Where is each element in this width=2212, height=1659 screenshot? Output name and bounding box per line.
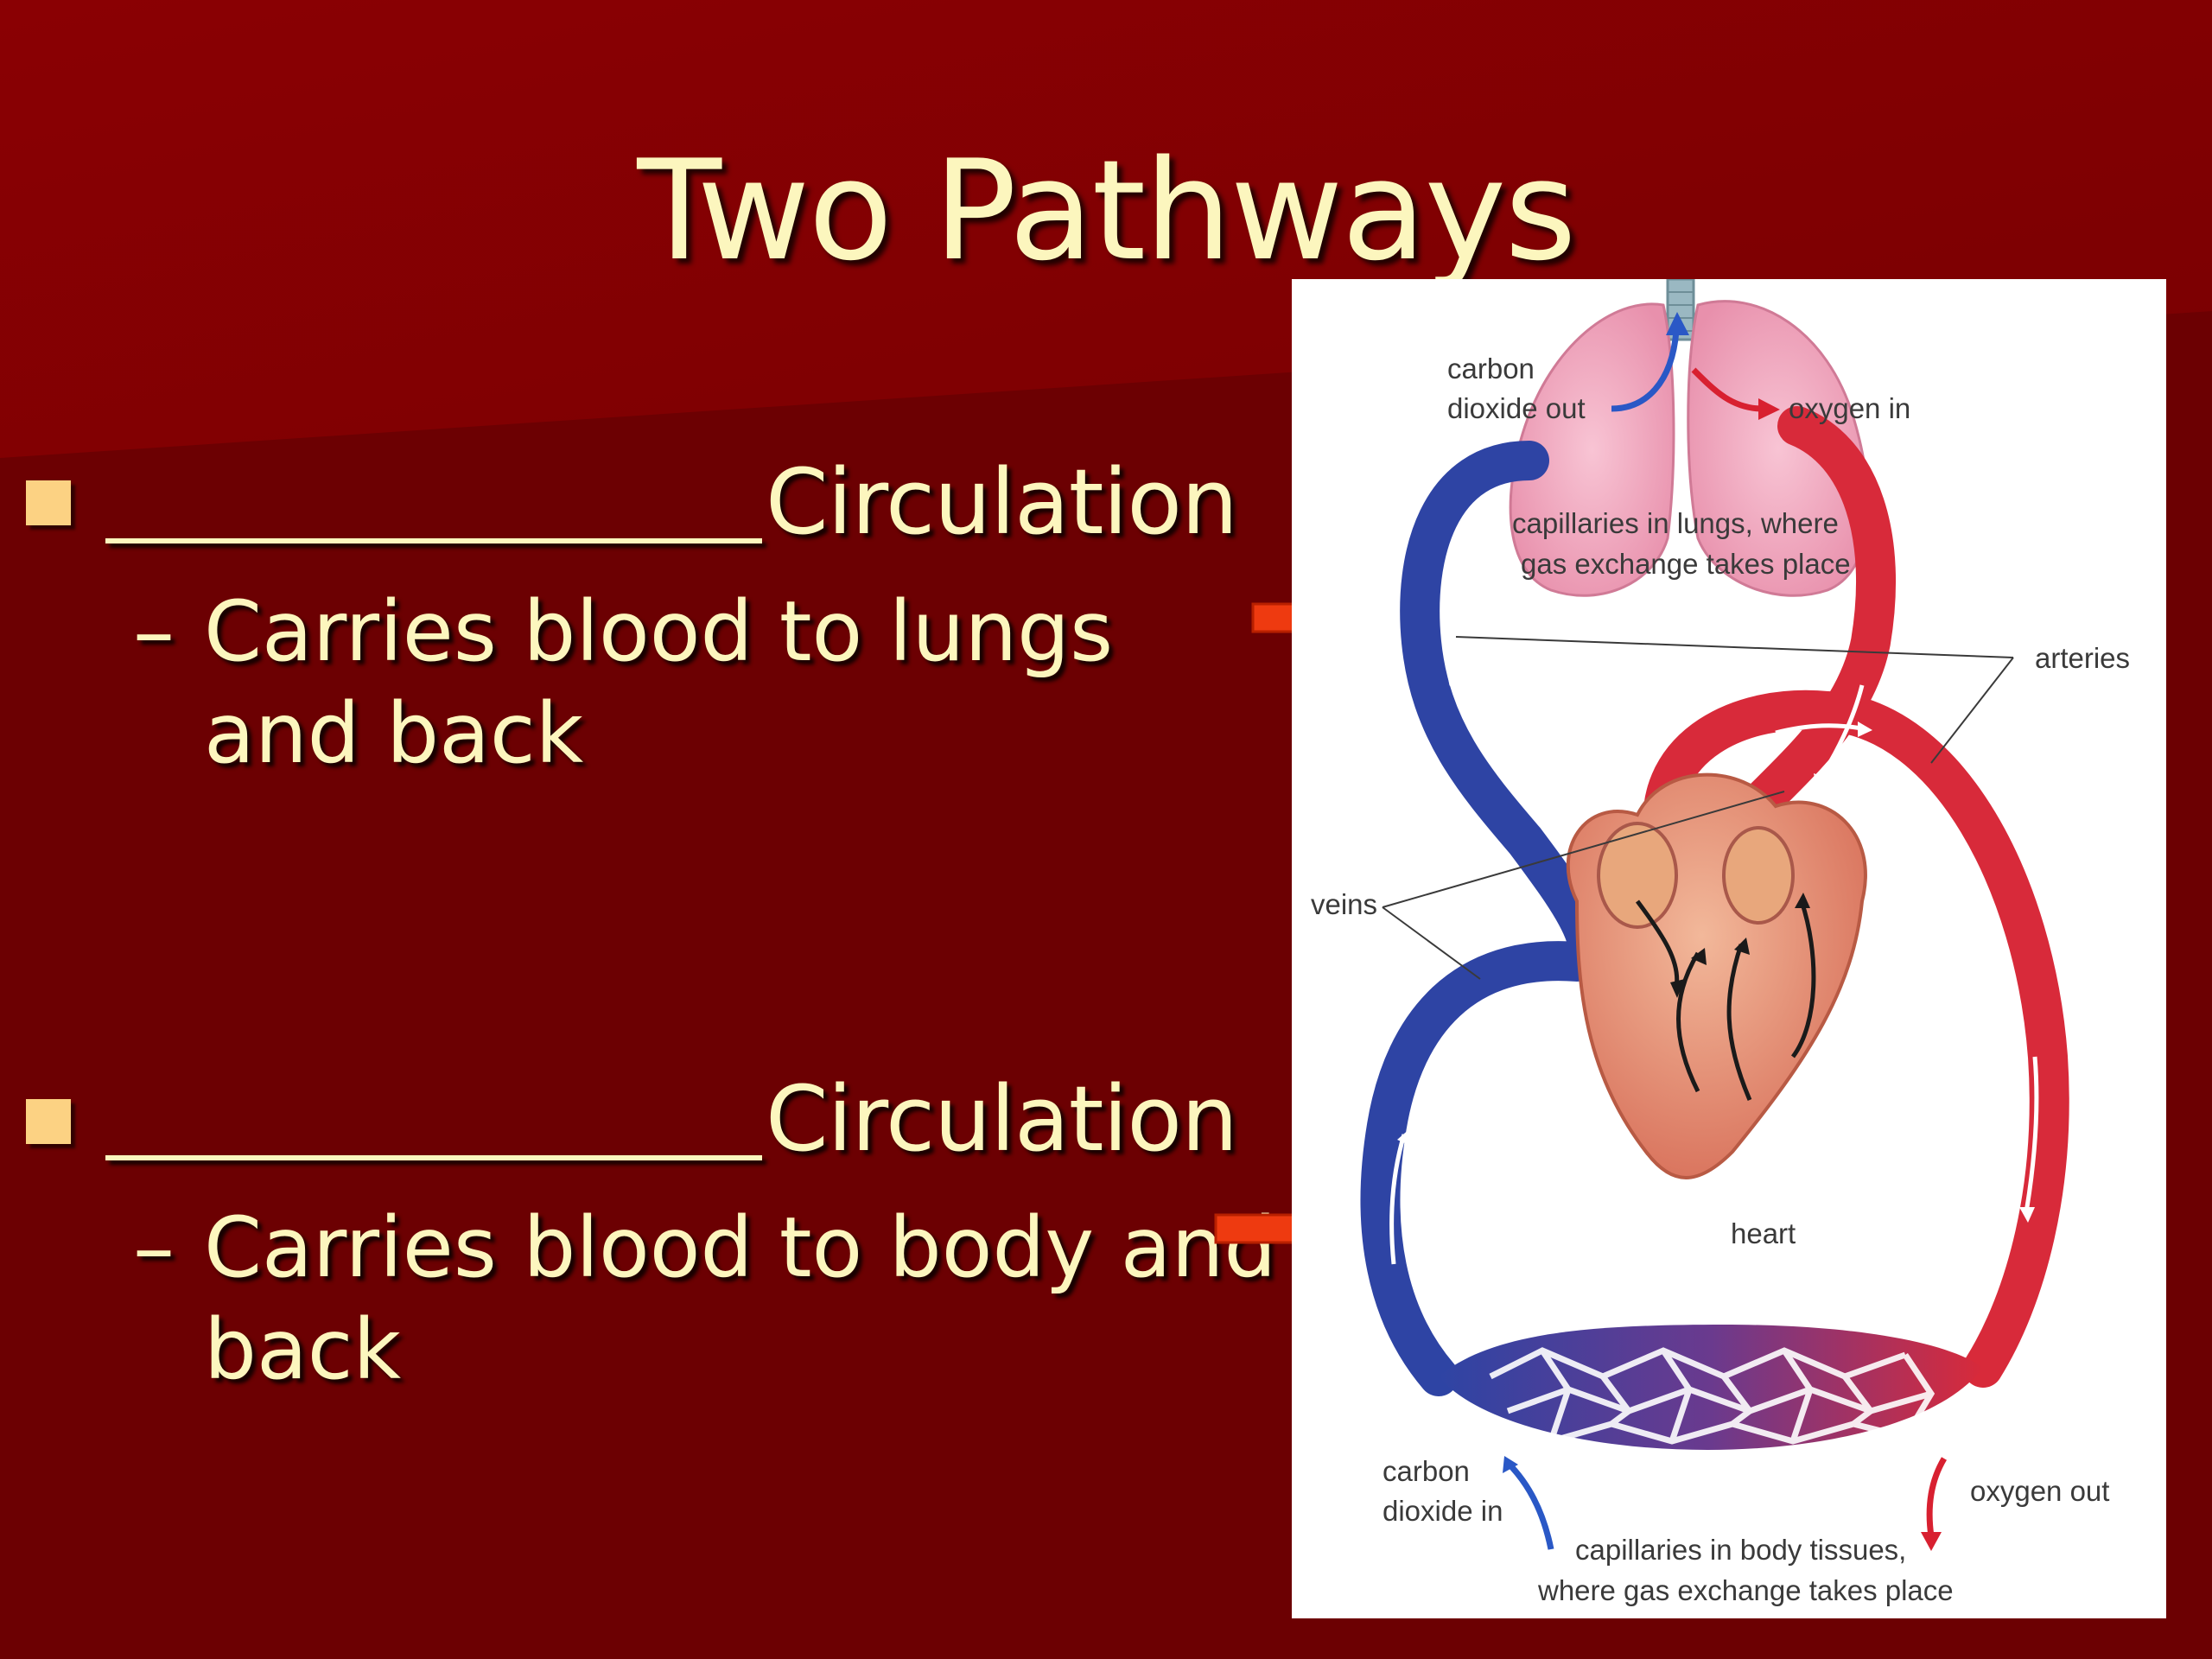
capillary-mesh (1489, 1347, 1936, 1445)
bullet-square-icon (26, 480, 71, 525)
bullet-square-icon (26, 1099, 71, 1144)
label-o2-out: oxygen out (1970, 1475, 2109, 1507)
label-o2-in: oxygen in (1789, 392, 1910, 424)
answer-blank-2 (105, 1155, 762, 1160)
bullet-2-subtext: – Carries blood to body and back (133, 1197, 1284, 1401)
bullet-2-text: Circulation (105, 1066, 1238, 1172)
label-co2-out-2: dioxide out (1447, 392, 1586, 424)
label-lung-capillaries-2: gas exchange takes place (1521, 548, 1851, 580)
body-capillary-bed (1439, 1325, 1983, 1450)
sub-dash-2: – (133, 1199, 175, 1296)
slide-title: Two Pathways (637, 130, 1576, 291)
systemic-vein (1360, 941, 1597, 1396)
bullet-2-suffix: Circulation (766, 1066, 1238, 1172)
label-veins: veins (1311, 888, 1377, 920)
label-body-capillaries-2: where gas exchange takes place (1537, 1574, 1954, 1606)
label-body-capillaries-1: capillaries in body tissues, (1575, 1534, 1906, 1566)
bullet-1-sub: Carries blood to lungs and back (204, 583, 1114, 782)
bullet-1-text: Circulation (105, 449, 1238, 555)
label-lung-capillaries-1: capillaries in lungs, where (1512, 507, 1839, 539)
right-lung (1687, 300, 1870, 597)
circulation-diagram: carbon dioxide out oxygen in capillaries… (1292, 277, 2166, 1618)
right-atrium (1722, 826, 1795, 925)
label-co2-in-1: carbon (1382, 1455, 1470, 1487)
pulmonary-artery (1695, 406, 1896, 869)
bullet-1-suffix: Circulation (766, 449, 1238, 555)
label-arteries: arteries (2035, 642, 2130, 674)
left-lung (1509, 302, 1675, 597)
left-atrium (1597, 822, 1678, 929)
label-co2-in-2: dioxide in (1382, 1495, 1503, 1527)
sub-dash-1: – (133, 583, 175, 680)
answer-blank-1 (105, 538, 762, 543)
label-co2-out-1: carbon (1447, 353, 1535, 385)
aorta (1643, 690, 2069, 1388)
label-heart: heart (1731, 1217, 1796, 1249)
bullet-2-sub: Carries blood to body and back (204, 1199, 1277, 1398)
pulmonary-vein (1400, 441, 1605, 956)
bullet-1-subtext: – Carries blood to lungs and back (133, 581, 1284, 785)
